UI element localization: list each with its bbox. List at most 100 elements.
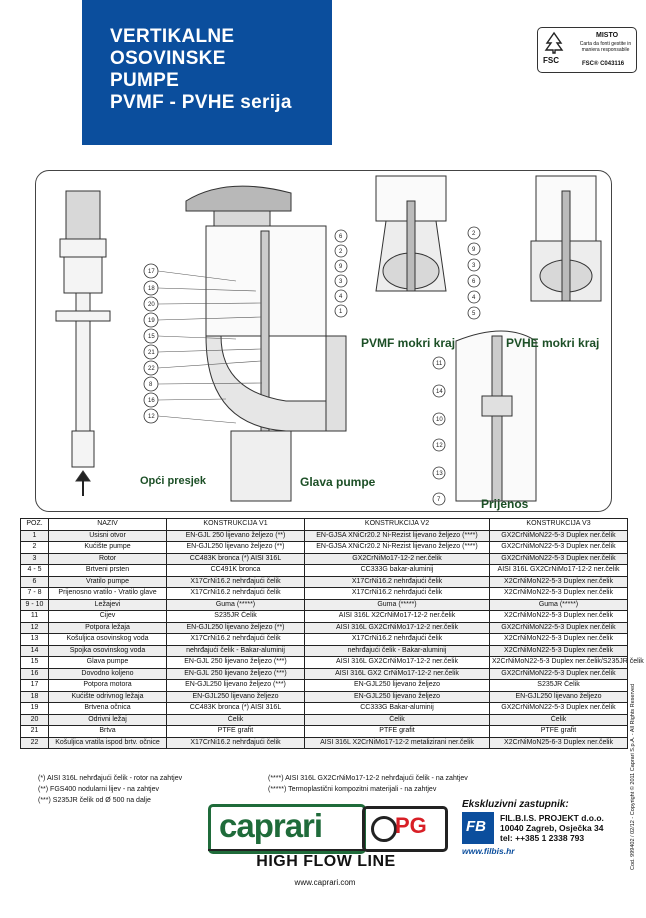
tagline: HIGH FLOW LINE	[256, 853, 396, 870]
table-cell: PTFE grafit	[489, 725, 628, 738]
table-cell: GX2CrNiMo17-12-2 ner.čelik	[304, 552, 490, 565]
col-header: KONSTRUKCIJA V2	[304, 518, 490, 531]
table-cell: X17CrNi16.2 nehrđajući čelik	[166, 587, 305, 600]
distributor-address: 10040 Zagreb, Osječka 34	[500, 823, 604, 833]
svg-text:14: 14	[436, 389, 443, 395]
table-cell: PTFE grafit	[166, 725, 305, 738]
table-cell: Spojka osovinskog voda	[48, 644, 167, 657]
distributor-tel: tel: ++385 1 2338 793	[500, 833, 585, 843]
table-cell: EN-GJL250 lijevano željezo	[166, 690, 305, 703]
svg-text:17: 17	[148, 269, 155, 275]
distributor-web[interactable]: www.filbis.hr	[462, 846, 515, 856]
table-cell: X2CrNiMoN22-5-3 Duplex ner.čelik	[489, 587, 628, 600]
fsc-tree-icon	[544, 31, 564, 54]
note: (****) AISI 316L GX2CrNiMo17-12-2 nehrđa…	[268, 775, 468, 782]
table-cell: 21	[20, 725, 49, 738]
svg-text:12: 12	[436, 443, 443, 449]
pump-diagram: 17 18 20 19 15 21 22 8 16 12 6 2	[35, 170, 612, 512]
title-block: VERTIKALNE OSOVINSKE PUMPE PVMF - PVHE s…	[82, 0, 332, 145]
table-cell: EN-GJSA XNiCr20.2 Ni-Rezist lijevano žel…	[304, 541, 490, 554]
materials-table-wrap: POZ. NAZIV KONSTRUKCIJA V1 KONSTRUKCIJA …	[20, 518, 644, 749]
table-header-row: POZ. NAZIV KONSTRUKCIJA V1 KONSTRUKCIJA …	[20, 518, 628, 531]
table-cell: X2CrNiMoN25-6-3 Duplex ner.čelik	[489, 736, 628, 749]
table-cell: nehrđajući čelik - Bakar-aluminij	[166, 644, 305, 657]
table-cell: Kućište odrivnog ležaja	[48, 690, 167, 703]
table-cell: GX2CrNiMoN22-5-3 Duplex ner.čelik	[489, 529, 628, 542]
table-cell: AISI 316L X2CrNiMo17-12-2 ner.čelik	[304, 610, 490, 623]
table-cell: EN-GJL250 lijevano željezo	[304, 679, 490, 692]
svg-text:7: 7	[437, 497, 441, 503]
table-cell: X17CrNi16.2 nehrđajući čelik	[304, 587, 490, 600]
table-cell: 12	[20, 621, 49, 634]
table-cell: Košuljica vratila ispod brtv. očnice	[48, 736, 167, 749]
pg-logo: PG	[362, 806, 448, 852]
table-cell: Brtveni prsten	[48, 564, 167, 577]
table-cell: X2CrNiMoN22-5-3 Duplex ner.čelik	[489, 633, 628, 646]
title-line-3: PUMPE	[110, 70, 180, 91]
table-cell: 7 - 8	[20, 587, 49, 600]
table-cell: Brtva	[48, 725, 167, 738]
svg-text:10: 10	[436, 417, 443, 423]
svg-text:21: 21	[148, 350, 155, 356]
table-cell: EN-GJSA XNiCr20.2 Ni-Rezist lijevano žel…	[304, 529, 490, 542]
table-cell: EN-GJL250 lijevano željezo	[304, 690, 490, 703]
table-cell: EN-GJL 250 lijevano željezo (***)	[166, 656, 305, 669]
table-cell: X2CrNiMoN22-5-3 Duplex ner.čelik/S235JR …	[489, 656, 644, 669]
label-opci-presjek: Opći presjek	[140, 475, 207, 487]
col-header: KONSTRUKCIJA V3	[489, 518, 628, 531]
svg-text:4: 4	[339, 294, 343, 300]
note: (***) S235JR čelik od Ø 500 na dalje	[38, 797, 151, 804]
pg-wordmark: PG	[395, 813, 427, 838]
col-header: NAZIV	[48, 518, 167, 531]
pvhe-wet-end-drawing	[530, 175, 602, 302]
table-cell: AISI 316L GX2CrNiMo17-12-2 ner.čelik	[304, 656, 490, 669]
svg-text:12: 12	[148, 414, 155, 420]
table-cell: 20	[20, 713, 49, 726]
table-cell: PTFE grafit	[304, 725, 490, 738]
table-cell: nehrđajući čelik - Bakar-aluminij	[304, 644, 490, 657]
table-cell: Čelik	[166, 713, 305, 726]
filbis-logo: FB	[462, 812, 494, 844]
table-cell: S235JR Čelik	[489, 679, 628, 692]
svg-text:6: 6	[472, 279, 476, 285]
table-cell: Usisni otvor	[48, 529, 167, 542]
table-cell: Ležajevi	[48, 598, 167, 611]
svg-text:1: 1	[339, 309, 343, 315]
table-cell: CC333G Bakar-aluminij	[304, 702, 490, 715]
table-cell: CC491K bronca	[166, 564, 305, 577]
note: (**) FGS400 nodularni lijev - na zahtjev	[38, 786, 160, 793]
table-cell: X17CrNi16.2 nehrđajući čelik	[166, 633, 305, 646]
fsc-abbr: FSC	[543, 56, 559, 65]
table-cell: 4 - 5	[20, 564, 49, 577]
table-cell: X2CrNiMoN22-5-3 Duplex ner.čelik	[489, 610, 628, 623]
svg-text:19: 19	[148, 318, 155, 324]
table-cell: Cijev	[48, 610, 167, 623]
table-cell: AISI 316L X2CrNiMo17-12-2 metalizirani n…	[304, 736, 490, 749]
note: (*) AISI 316L nehrđajući čelik - rotor n…	[38, 775, 183, 782]
label-prijenos: Prijenos	[481, 497, 529, 511]
table-cell: Prijenosno vratilo - Vratilo glave	[48, 587, 167, 600]
label-glava-pumpe: Glava pumpe	[300, 475, 376, 489]
table-cell: Dovodno koljeno	[48, 667, 167, 680]
table-cell: EN-GJL250 lijevano željezo (***)	[166, 679, 305, 692]
svg-text:3: 3	[472, 263, 476, 269]
svg-text:11: 11	[436, 361, 443, 367]
notes-right: (****) AISI 316L GX2CrNiMo17-12-2 nehrđa…	[268, 773, 468, 795]
table-cell: Guma (*****)	[489, 598, 628, 611]
caprari-url[interactable]: www.caprari.com	[294, 878, 356, 887]
filbis-logo-letters: FB	[466, 818, 486, 835]
fsc-code: FSC® C043116	[582, 61, 625, 67]
caprari-logo: caprari	[208, 804, 366, 854]
distributor-title: Ekskluzivni zastupnik:	[462, 799, 569, 810]
svg-text:3: 3	[339, 279, 343, 285]
distributor-name: FIL.B.I.S. PROJEKT d.o.o.	[500, 813, 604, 823]
svg-text:16: 16	[148, 398, 155, 404]
